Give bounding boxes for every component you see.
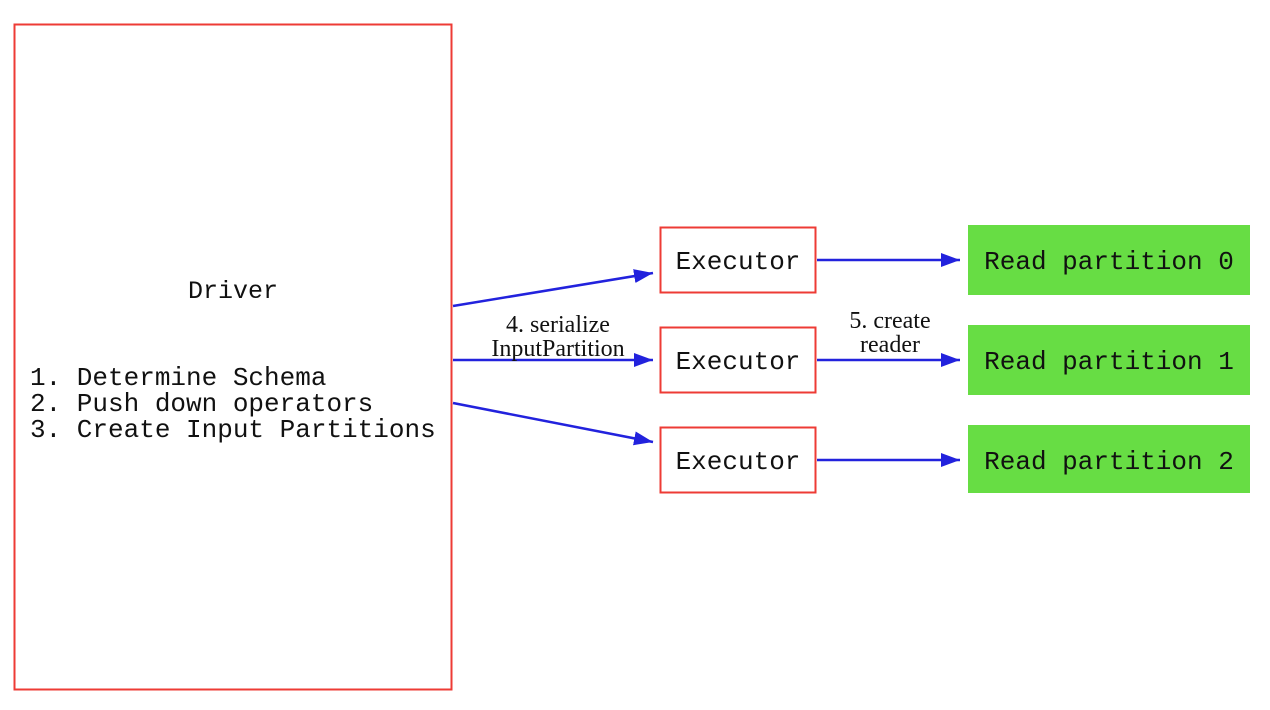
- executor-box-2: [659, 426, 817, 494]
- create-reader-label-line-1: 5. create: [849, 308, 930, 334]
- serialize-label-line-2: InputPartition: [491, 336, 624, 362]
- driver-node: Driver 1. Determine Schema 2. Push down …: [13, 23, 453, 691]
- driver-step-1: 1. Determine Schema: [30, 363, 326, 393]
- driver-step-3: 3. Create Input Partitions: [30, 415, 436, 445]
- executor-node-2: Executor: [659, 426, 817, 494]
- partition-box-2: [968, 425, 1250, 493]
- executor-nodes: Executor Executor Executor: [659, 226, 817, 494]
- partition-label-1: Read partition 1: [984, 347, 1234, 377]
- executor-box-1: [659, 326, 817, 394]
- partition-node-2: Read partition 2: [968, 425, 1250, 493]
- executor-node-0: Executor: [659, 226, 817, 294]
- partition-nodes: Read partition 0 Read partition 1 Read p…: [968, 225, 1250, 493]
- executor-node-1: Executor: [659, 326, 817, 394]
- arrow-driver-executor-2: [452, 401, 654, 446]
- arrow-driver-executor-0: [452, 269, 654, 308]
- partition-node-0: Read partition 0: [968, 225, 1250, 295]
- executor-label-2: Executor: [676, 447, 801, 477]
- driver-step-2: 2. Push down operators: [30, 389, 373, 419]
- driver-box: [13, 23, 453, 691]
- partition-box-1: [968, 325, 1250, 395]
- executor-to-partition-arrows: [817, 253, 960, 467]
- executor-label-1: Executor: [676, 347, 801, 377]
- create-reader-label-line-2: reader: [860, 332, 920, 358]
- driver-title: Driver: [188, 277, 278, 306]
- partition-node-1: Read partition 1: [968, 325, 1250, 395]
- executor-label-0: Executor: [676, 247, 801, 277]
- executor-box-0: [659, 226, 817, 294]
- partition-box-0: [968, 225, 1250, 295]
- arrow-labels: 4. serialize InputPartition 5. create re…: [491, 308, 930, 362]
- partition-label-2: Read partition 2: [984, 447, 1234, 477]
- serialize-label-line-1: 4. serialize: [506, 312, 610, 338]
- driver-to-executor-arrows: [452, 269, 654, 446]
- partition-label-0: Read partition 0: [984, 247, 1234, 277]
